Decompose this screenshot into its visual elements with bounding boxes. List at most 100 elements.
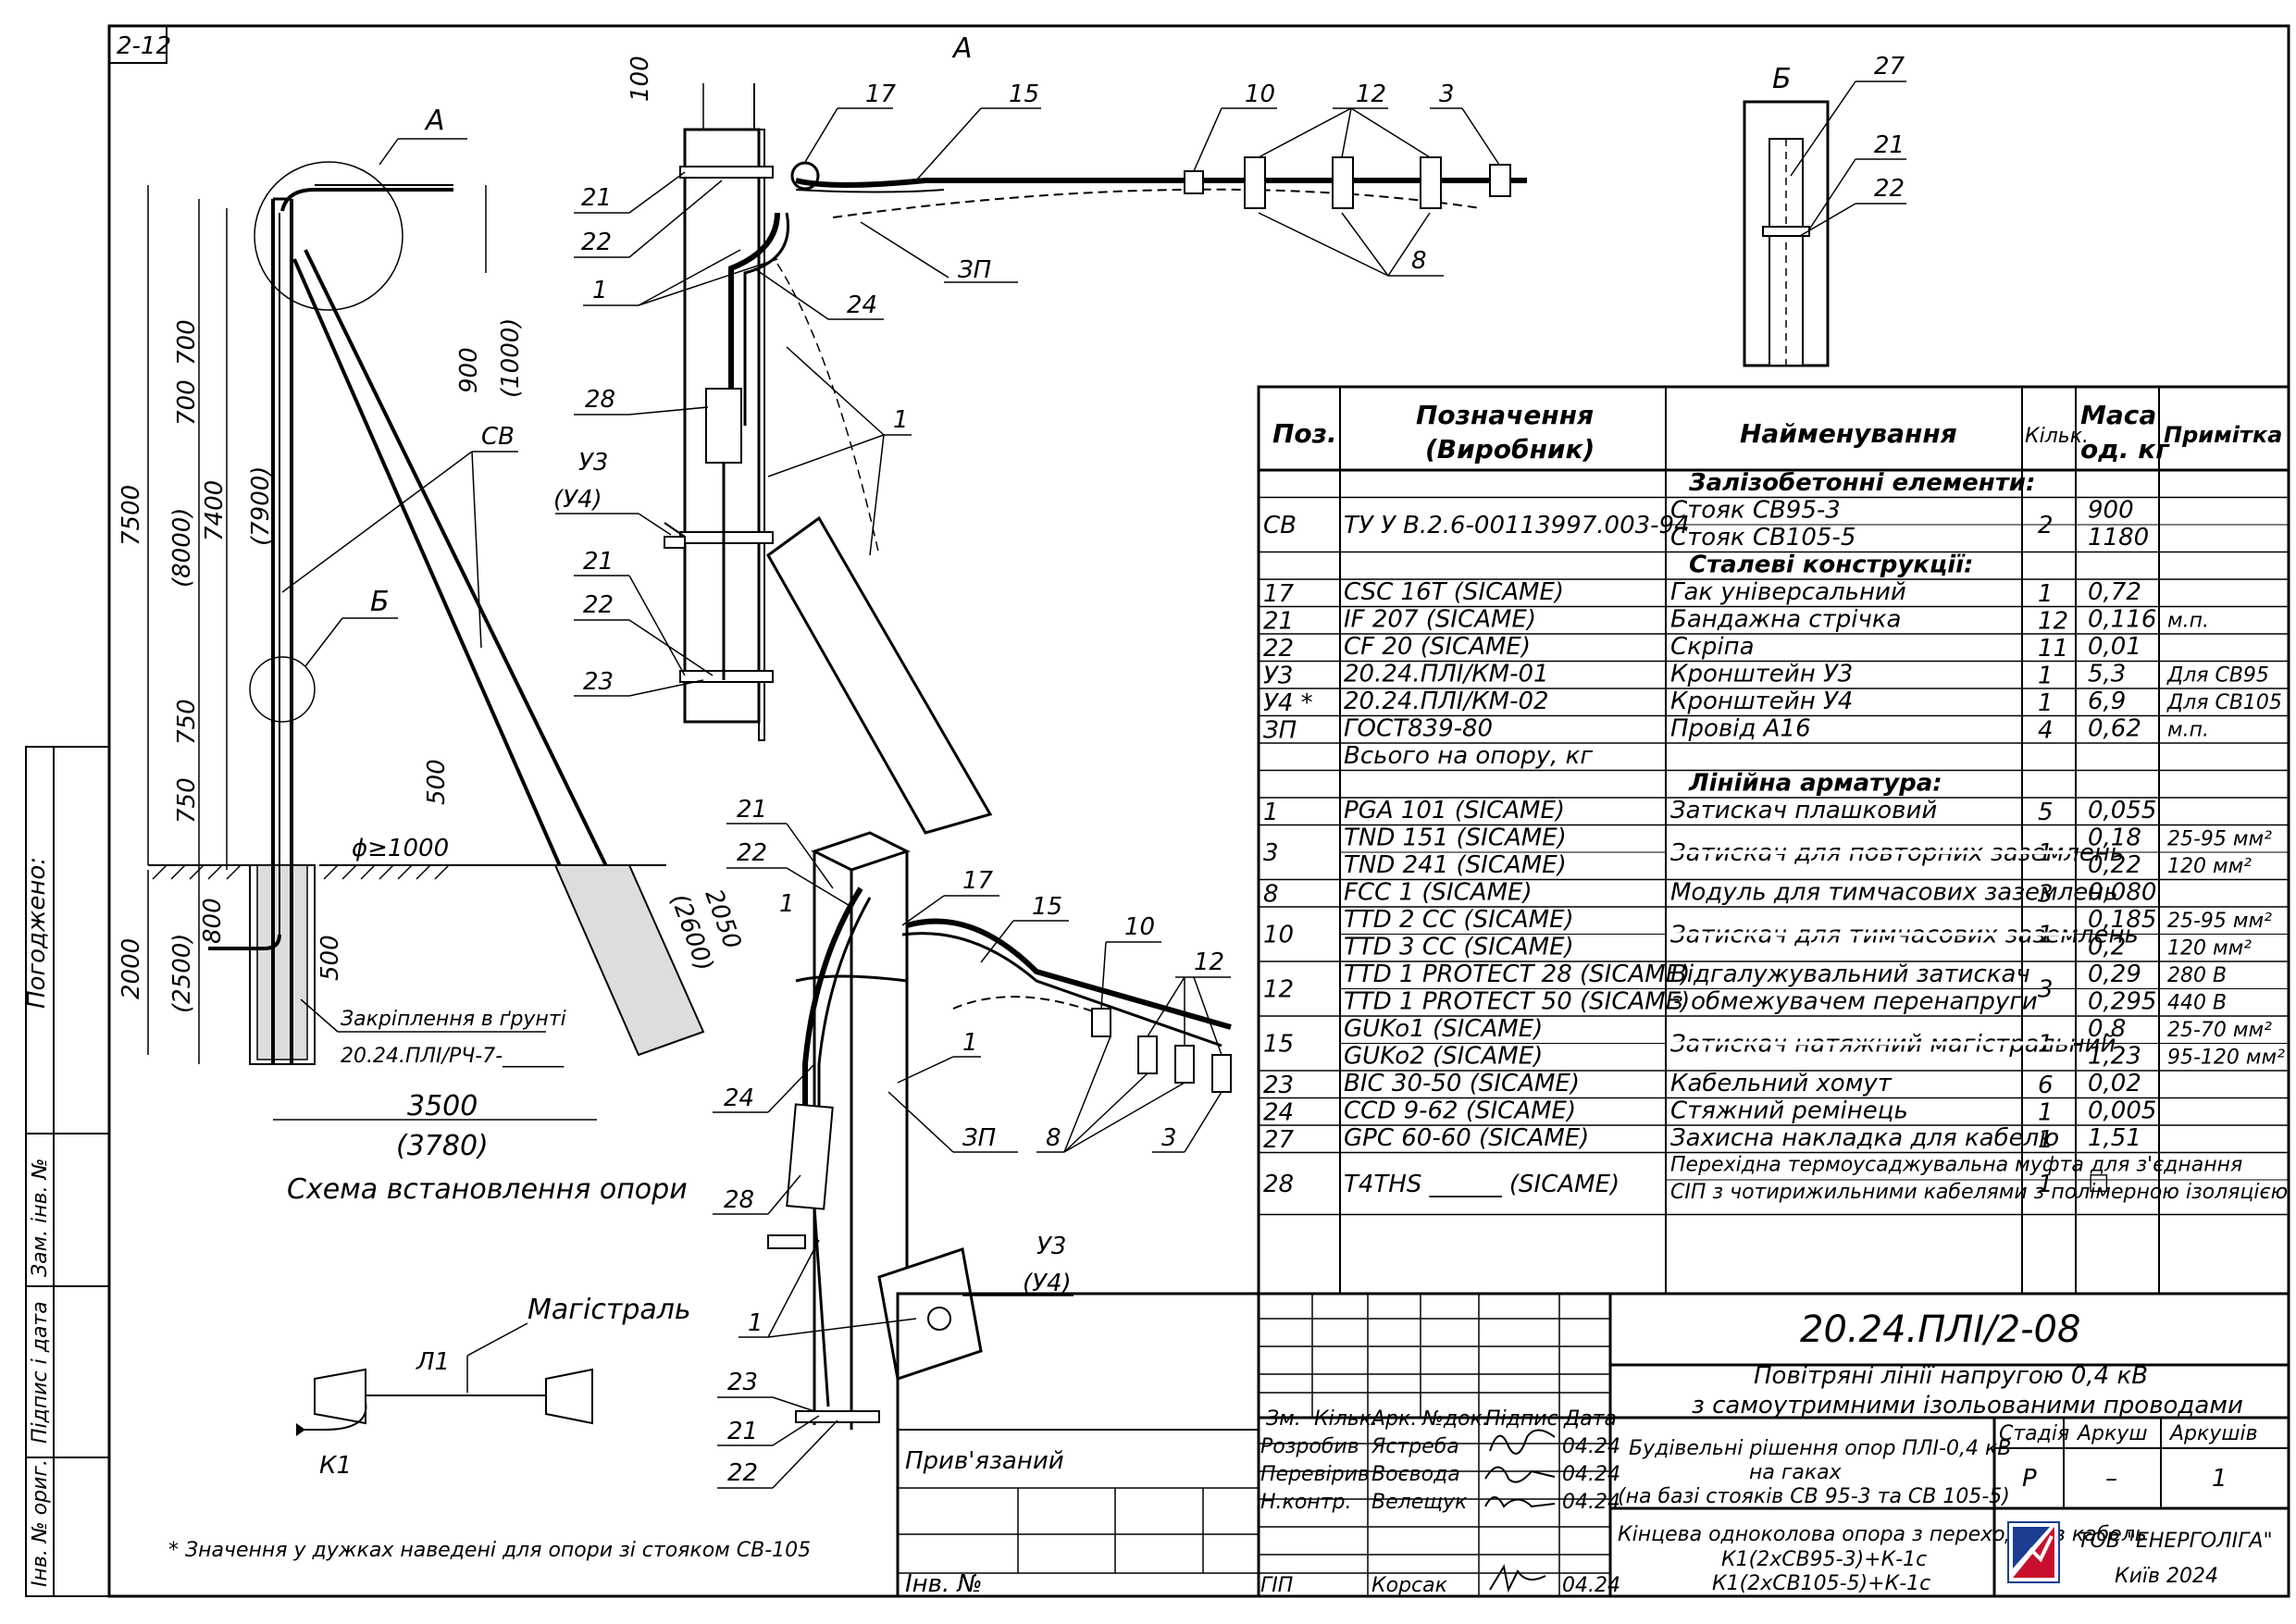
k1-label: К1 — [319, 1452, 352, 1480]
row-17-des-0: T4THS ______ (SICAME) — [1344, 1171, 1620, 1198]
th-pos: Поз. — [1272, 418, 1337, 449]
row-10-mass-0: 0,080 — [2088, 879, 2156, 907]
callout-22-a2: 22 — [583, 591, 614, 619]
callout-28-i: 28 — [724, 1186, 754, 1214]
row-4-pos: У3 — [1263, 662, 1293, 689]
callout-1-a1: 1 — [592, 277, 608, 304]
row-2-name-0: Бандажна стрічка — [1670, 606, 1901, 634]
row-3-pos: 22 — [1263, 635, 1294, 663]
row-3-qty: 11 — [2038, 635, 2068, 663]
th-designation-1: Позначення — [1416, 400, 1594, 430]
row-14-name-0: Кабельний хомут — [1670, 1070, 1893, 1097]
row-12-mass-0: 0,29 — [2088, 961, 2141, 988]
callout-21-b: 21 — [1874, 131, 1905, 159]
footnote: * Значення у дужках наведені для опори з… — [168, 1539, 811, 1562]
th-qty: Кільк. — [2025, 425, 2089, 448]
row-11-note-0: 25-95 мм² — [2167, 910, 2272, 933]
row-17-qty: 1 — [2038, 1171, 2054, 1198]
row-12-name-1: з обмежувачем перенапруги — [1670, 988, 2038, 1016]
section-concrete: Залізобетонні елементи: — [1688, 469, 2035, 497]
dim-2000: 2000 — [118, 938, 145, 999]
row-6-name-0: Провід А16 — [1670, 715, 1811, 743]
bound-label: Прив'язаний — [905, 1447, 1064, 1475]
row-2-mass-0: 0,116 — [2088, 606, 2156, 634]
callout-24-i: 24 — [724, 1085, 754, 1112]
signature-0 — [1489, 1429, 1556, 1455]
row-3-mass-0: 0,01 — [2088, 633, 2141, 661]
col-hdr-qty: Кільк. — [1314, 1407, 1378, 1431]
row-13-note-0: 25-70 мм² — [2167, 1019, 2272, 1042]
callout-23-i: 23 — [727, 1369, 758, 1396]
dim-3780: (3780) — [396, 1130, 489, 1162]
magistral-scheme: Магістраль Л1 К1 — [296, 1294, 691, 1480]
name-0: Ястреба — [1371, 1435, 1459, 1458]
col-hdr-doc: №док. — [1421, 1407, 1489, 1431]
detail-a-circle — [254, 161, 403, 311]
row-1-qty: 1 — [2038, 580, 2054, 608]
callout-22-i1: 22 — [737, 839, 767, 867]
callout-3-a: 3 — [1439, 81, 1455, 108]
u3-label-a: У3 — [578, 449, 608, 477]
callout-21-a2: 21 — [583, 548, 614, 576]
row-1-name-0: Гак універсальний — [1670, 578, 1906, 606]
row-10-qty: 3 — [2038, 880, 2054, 908]
sheet-name-1: Кінцева одноколова опора з переходом в к… — [1618, 1523, 2147, 1546]
section-fittings: Лінійна арматура: — [1688, 770, 1942, 798]
row-4-note-0: Для СВ95 — [2166, 664, 2269, 688]
title-block: Прив'язаний Інв. № Зм. Кільк. Арк. №док.… — [896, 1292, 2290, 1598]
callout-28-a: 28 — [585, 386, 615, 414]
row-3-name-0: Скріпа — [1670, 633, 1755, 661]
row-15-pos: 24 — [1263, 1098, 1294, 1126]
callout-1-a2: 1 — [893, 406, 909, 434]
date-2: 04.24 — [1562, 1491, 1620, 1514]
callout-8-a: 8 — [1411, 247, 1427, 275]
th-name: Найменування — [1740, 418, 1957, 449]
zp-label-iso: ЗП — [962, 1124, 996, 1152]
row-0-mass-0: 900 — [2088, 497, 2134, 525]
dim-800: 800 — [199, 898, 227, 944]
callout-24-a: 24 — [847, 291, 877, 319]
row-2-note-0: м.п. — [2167, 610, 2209, 633]
name-3: Корсак — [1371, 1574, 1448, 1597]
sheet-value: – — [2105, 1465, 2117, 1493]
row-16-mass-0: 1,51 — [2088, 1124, 2141, 1152]
col-hdr-zm: Зм. — [1266, 1407, 1301, 1431]
doc-code: 20.24.ПЛІ/2-08 — [1800, 1308, 2080, 1351]
callout-8-i: 8 — [1046, 1124, 1061, 1152]
callout-10-i: 10 — [1124, 913, 1155, 941]
dim-900: 900 — [455, 347, 483, 393]
sheet-code: 2-12 — [117, 32, 171, 60]
row-17-pos: 28 — [1263, 1171, 1294, 1198]
th-designation-2: (Виробник) — [1425, 434, 1595, 465]
callout-27-b: 27 — [1874, 53, 1905, 81]
callout-1-i3: 1 — [748, 1309, 763, 1337]
row-0-name-1: Стояк СВ105-5 — [1670, 524, 1855, 552]
dim-2500: (2500) — [168, 934, 196, 1013]
dim-750a: 750 — [173, 699, 201, 745]
row-4-des-0: 20.24.ПЛІ/КМ-01 — [1344, 661, 1549, 688]
row-9-mass-0: 0,18 — [2088, 824, 2141, 852]
view-a-title: А — [951, 32, 973, 65]
dim-7500: 7500 — [118, 485, 145, 546]
row-11-des-0: TTD 2 CC (SICAME) — [1344, 906, 1574, 934]
dim-phi1000: ϕ≥1000 — [352, 835, 449, 862]
th-note: Примітка — [2164, 422, 2282, 448]
row-5-note-0: Для СВ105 — [2166, 691, 2282, 714]
row-4-name-0: Кронштейн У3 — [1670, 661, 1853, 688]
row-12-pos: 12 — [1263, 976, 1294, 1004]
callout-3-i: 3 — [1161, 1124, 1177, 1152]
role-1: Перевірив — [1260, 1463, 1370, 1486]
row-17-name-1: СІП з чотирижильними кабелями з полімерн… — [1670, 1181, 2288, 1204]
row-5-mass-0: 6,9 — [2088, 688, 2126, 715]
row-8-pos: 1 — [1263, 799, 1279, 826]
row-9-note-0: 25-95 мм² — [2167, 828, 2272, 851]
dim-8000: (8000) — [168, 508, 196, 588]
row-0-mass-1: 1180 — [2088, 524, 2149, 552]
row-5-des-0: 20.24.ПЛІ/КМ-02 — [1344, 688, 1549, 715]
stage-label: Стадія — [1999, 1422, 2069, 1445]
row-11-mass-1: 0,2 — [2088, 934, 2126, 961]
dim-500b: 500 — [316, 935, 344, 981]
installation-scheme: А Б СВ 700 700 7500 (8000) 7400 (7900) 7… — [118, 105, 746, 1206]
